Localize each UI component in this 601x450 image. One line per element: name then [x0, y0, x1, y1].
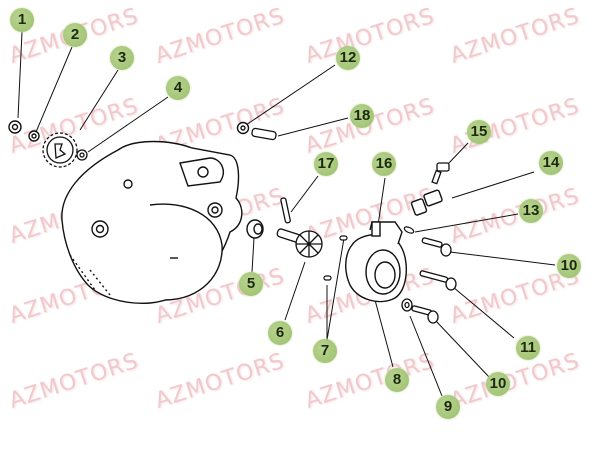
washer-part-4: [76, 149, 88, 161]
callout-part-5[interactable]: 5: [239, 272, 263, 296]
callout-part-11[interactable]: 11: [516, 336, 540, 360]
pin-part-7: [323, 235, 348, 281]
callout-part-1[interactable]: 1: [10, 8, 34, 32]
fitting-part-14: [410, 189, 443, 216]
callout-part-15[interactable]: 15: [467, 120, 491, 144]
callout-part-4[interactable]: 4: [166, 76, 190, 100]
nut-part-1: [8, 120, 22, 134]
callout-part-18[interactable]: 18: [350, 104, 374, 128]
pump-cover-part-8: [345, 221, 407, 303]
callout-part-12[interactable]: 12: [336, 46, 360, 70]
nut-part-12: [236, 121, 250, 135]
washer-part-9: [401, 298, 413, 312]
bolt-part-10-lower: [411, 305, 439, 324]
callout-part-3[interactable]: 3: [110, 46, 134, 70]
callout-part-16[interactable]: 16: [372, 152, 396, 176]
pin-part-17: [280, 197, 291, 224]
clutch-cover: [61, 140, 243, 304]
bolt-part-18: [251, 127, 277, 141]
callout-part-6[interactable]: 6: [268, 321, 292, 345]
bolt-part-15: [431, 162, 450, 185]
callout-part-10a[interactable]: 10: [557, 254, 581, 278]
callout-part-8[interactable]: 8: [385, 368, 409, 392]
washer-part-2: [28, 130, 40, 142]
impeller-part-6: [276, 228, 323, 258]
callout-part-2[interactable]: 2: [63, 23, 87, 47]
bushing-part-5: [246, 219, 264, 239]
gear-part-3: [42, 132, 78, 168]
oring-part-13: [403, 226, 415, 234]
bolt-part-10-upper: [421, 237, 452, 257]
callout-part-13[interactable]: 13: [519, 199, 543, 223]
leader-lines: [17, 31, 556, 397]
callout-part-9[interactable]: 9: [436, 395, 460, 419]
callout-part-7[interactable]: 7: [313, 339, 337, 363]
callout-part-14[interactable]: 14: [539, 151, 563, 175]
bolt-part-11: [419, 270, 457, 291]
callout-part-17[interactable]: 17: [314, 152, 338, 176]
callout-part-10b[interactable]: 10: [486, 372, 510, 396]
